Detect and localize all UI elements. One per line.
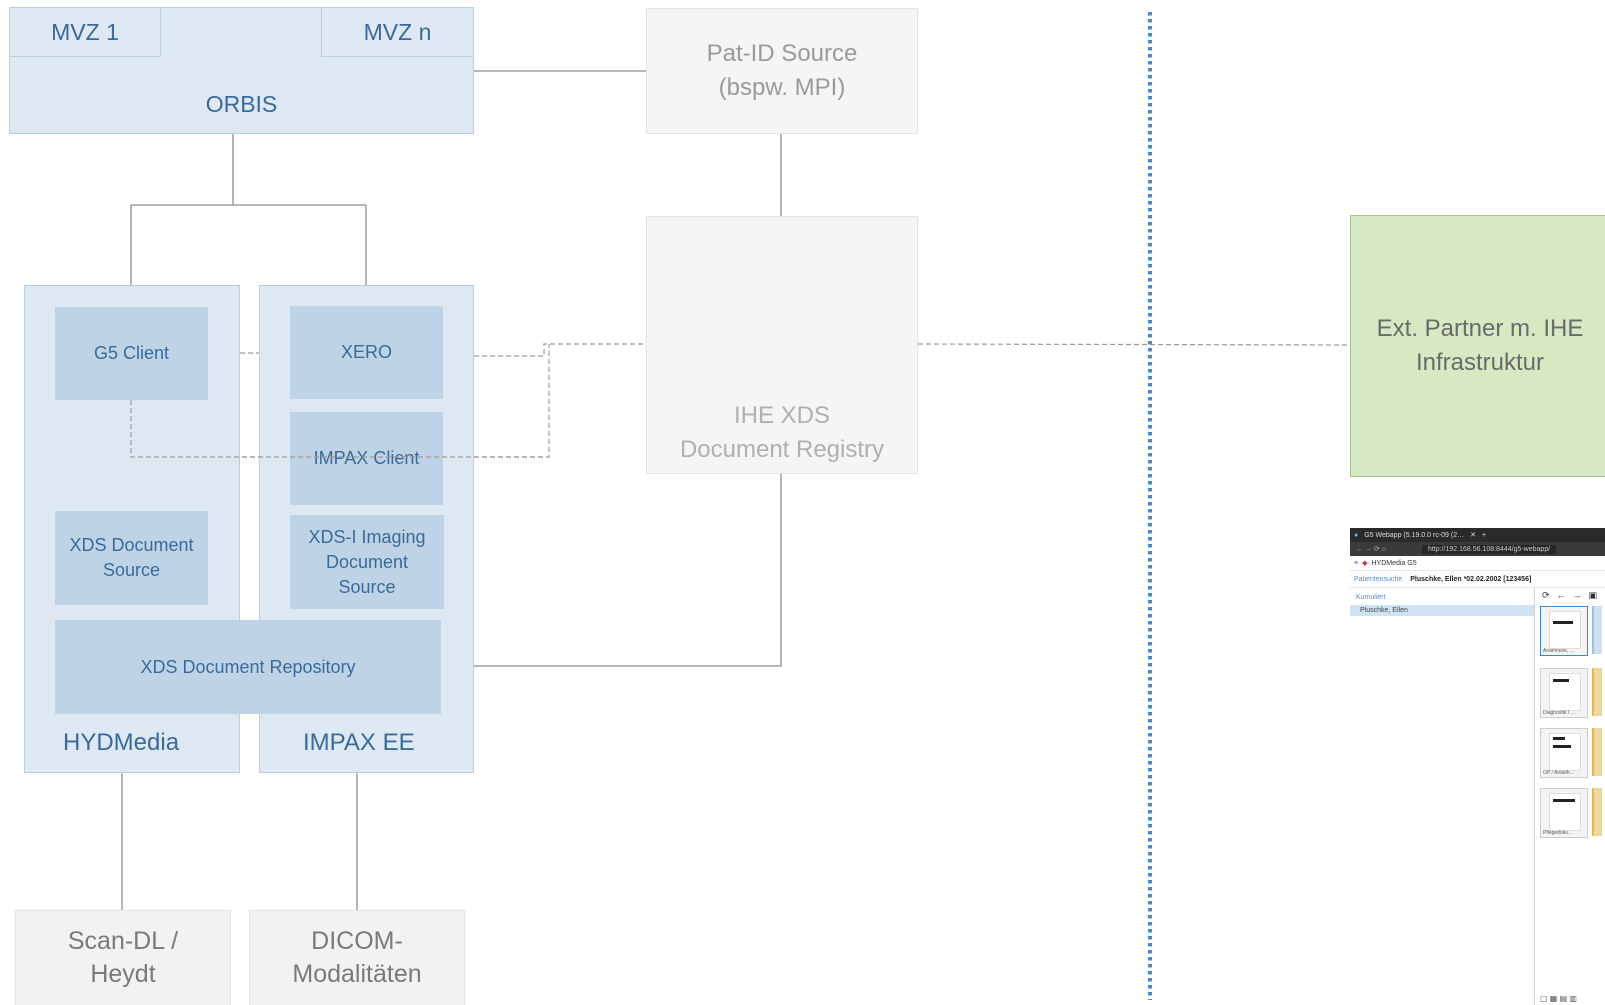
thumbnail-edge — [1592, 668, 1602, 716]
document-thumbnail: Pflegedoku… — [1540, 788, 1588, 838]
mvz1-label: MVZ 1 — [51, 18, 119, 45]
tab-patient-search: Patientensuche — [1354, 575, 1403, 583]
thumbnail-caption: OP / Anästh… — [1543, 770, 1575, 776]
registry-partner-dashed-line — [917, 343, 1351, 346]
back-icon: ← — [1556, 590, 1566, 600]
url-field: http://192.168.56.108:8444/g5-webapp/ — [1421, 544, 1557, 554]
xds-source-box: XDS Document Source — [55, 511, 208, 605]
impax-title: IMPAX EE — [303, 729, 415, 756]
thumbnail-edge — [1592, 606, 1602, 654]
ext-partner-line1: Ext. Partner m. IHE — [1376, 315, 1584, 342]
browser-tab-icon: ● — [1354, 531, 1359, 539]
dicom-box: DICOM- Modalitäten — [249, 910, 465, 1005]
document-thumbnail: Anamnese, … — [1540, 606, 1588, 656]
patid-source-box: Pat-ID Source (bspw. MPI) — [646, 8, 918, 134]
mvz1-box: MVZ 1 — [9, 7, 161, 57]
right-pane: ⟳ ← → ▣ Anamnese, … Diagnostik / … OP / … — [1536, 588, 1605, 1005]
impax-client-box: IMPAX Client — [290, 412, 443, 505]
patid-line2: (bspw. MPI) — [718, 74, 846, 101]
app-logo-icon: ◆ — [1362, 560, 1368, 567]
xdsi-line1: XDS-I Imaging — [308, 526, 426, 547]
repository-box: XDS Document Repository — [55, 620, 441, 714]
dicom-line2: Modalitäten — [292, 960, 422, 988]
refresh-icon: ⟳ — [1542, 589, 1550, 600]
g5-client-box: G5 Client — [55, 307, 208, 400]
hydmedia-title: HYDMedia — [63, 729, 180, 756]
patid-line1: Pat-ID Source — [706, 40, 858, 67]
xero-label: XERO — [340, 342, 392, 362]
xds-source-line1: XDS Document — [69, 535, 194, 555]
left-pane: Kumuliert Pluschke, Ellen — [1350, 588, 1535, 1005]
viewer-toolbar: ⟳ ← → ▣ — [1536, 588, 1605, 602]
xds-source-line2: Source — [102, 560, 161, 580]
thumbnail-edge — [1592, 788, 1602, 836]
repository-registry-line — [440, 472, 782, 667]
patient-tabs: Patientensuche Pluschke, Ellen *02.02.20… — [1350, 571, 1605, 588]
registry-label: IHE XDS Document Registry — [647, 399, 917, 467]
thumbnail-caption: Diagnostik / … — [1543, 710, 1576, 716]
view-mode-icons: ▢ ▦ ▤ ▥ — [1540, 994, 1577, 1003]
xero-registry-dashed-line — [442, 343, 646, 357]
nav-icons: ← → ⟳ ⌂ — [1356, 546, 1386, 553]
xdsi-source-box: XDS-I Imaging Document Source — [290, 515, 444, 609]
filter-dropdown: Kumuliert — [1356, 594, 1386, 601]
impax-client-label: IMPAX Client — [313, 448, 420, 468]
app-header: ≡ ◆ HYDMedia G5 — [1350, 556, 1605, 571]
mvzn-box: MVZ n — [321, 7, 474, 57]
registry-line2: Document Registry — [679, 436, 885, 463]
menu-icon: ≡ — [1354, 559, 1359, 567]
forward-icon: → — [1572, 590, 1582, 600]
new-tab-icon: + — [1481, 531, 1487, 539]
orbis-box: MVZ 1 MVZ n ORBIS — [9, 7, 474, 134]
thumbnail-caption: Pflegedoku… — [1543, 830, 1574, 836]
scan-line1: Scan-DL / — [67, 927, 179, 955]
browser-tab-title: G5 Webapp (5.19.0.0 rc-09 (2… — [1364, 531, 1465, 539]
repository-label: XDS Document Repository — [140, 656, 356, 677]
scan-box: Scan-DL / Heydt — [15, 910, 231, 1005]
mvzn-label: MVZ n — [363, 18, 432, 45]
xero-box: XERO — [290, 306, 443, 399]
app-title: HYDMedia G5 — [1371, 559, 1417, 567]
browser-url-bar: ← → ⟳ ⌂ http://192.168.56.108:8444/g5-we… — [1350, 542, 1605, 556]
print-icon: ▣ — [1588, 589, 1598, 600]
g5-client-label: G5 Client — [93, 343, 170, 363]
registry-line1: IHE XDS — [733, 402, 831, 429]
close-icon: ✕ — [1470, 532, 1476, 539]
thumbnail-edge — [1592, 728, 1602, 776]
xdsi-line2: Document — [325, 551, 409, 572]
tab-patient: Pluschke, Ellen *02.02.2002 [123456] — [1410, 575, 1532, 583]
g5-webapp-screenshot: ● G5 Webapp (5.19.0.0 rc-09 (2… ✕ + ← → … — [1350, 528, 1605, 1005]
ext-partner-box: Ext. Partner m. IHE Infrastruktur — [1350, 215, 1605, 477]
tree-item: Pluschke, Ellen — [1350, 605, 1534, 616]
browser-tab-bar: ● G5 Webapp (5.19.0.0 rc-09 (2… ✕ + — [1350, 528, 1605, 542]
thumbnail-caption: Anamnese, … — [1543, 648, 1575, 654]
ext-partner-line2: Infrastruktur — [1415, 349, 1545, 376]
document-thumbnail: Diagnostik / … — [1540, 668, 1588, 718]
dicom-line1: DICOM- — [311, 927, 403, 955]
xdsi-line3: Source — [338, 576, 396, 597]
registry-box: IHE XDS Document Registry — [646, 216, 918, 474]
orbis-title: ORBIS — [205, 90, 278, 117]
scan-line2: Heydt — [90, 960, 156, 988]
document-thumbnail: OP / Anästh… — [1540, 728, 1588, 778]
